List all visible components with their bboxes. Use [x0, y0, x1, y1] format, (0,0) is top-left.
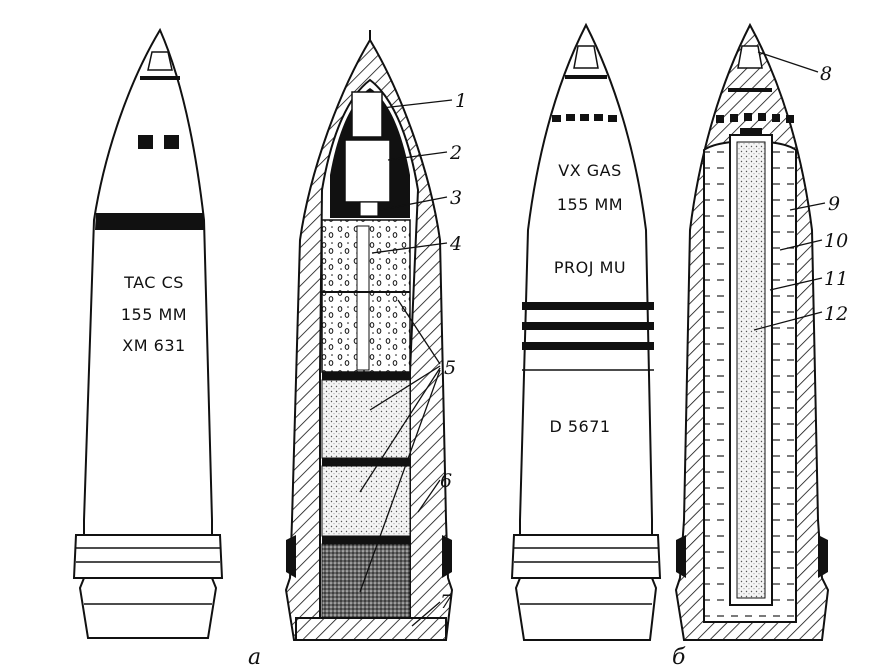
- callout-1: 1: [455, 90, 467, 112]
- callout-9: 9: [828, 193, 840, 215]
- callout-5: 5: [444, 357, 456, 379]
- callout-2: 2: [449, 142, 462, 164]
- shell-tac-cs-exterior: TAC CS 155 MM XM 631: [72, 27, 224, 639]
- shell-tac-cs-marking-2: 155 MM: [121, 305, 187, 324]
- shell-vx-gas-marking-1: VX GAS: [558, 161, 622, 180]
- shell-vx-gas-marking-3: PROJ MU: [554, 258, 626, 277]
- shell-vx-gas-marking-2: 155 MM: [557, 195, 623, 214]
- callout-labels: 1 2 3 4 5 6 7 8 9 10 11 12: [440, 63, 848, 613]
- callout-11: 11: [824, 268, 848, 290]
- shell-tac-cs-marking-1: TAC CS: [123, 273, 184, 292]
- callout-3: 3: [450, 187, 462, 209]
- panel-label-a: a: [248, 645, 261, 669]
- callout-12: 12: [824, 303, 848, 325]
- panel-label-b: б: [672, 645, 686, 669]
- callout-7: 7: [440, 591, 453, 613]
- callout-6: 6: [440, 470, 452, 492]
- shell-vx-gas-exterior: VX GAS 155 MM PROJ MU D 5671: [510, 22, 662, 641]
- shell-vx-gas-marking-4: D 5671: [549, 417, 610, 436]
- shell-vx-gas-section: [674, 22, 830, 641]
- shell-tac-cs-section: [284, 30, 454, 641]
- callout-4: 4: [449, 233, 462, 255]
- callout-8: 8: [820, 63, 832, 85]
- leader-lines: [359, 51, 826, 627]
- callout-10: 10: [824, 230, 848, 252]
- shell-tac-cs-marking-3: XM 631: [122, 336, 185, 355]
